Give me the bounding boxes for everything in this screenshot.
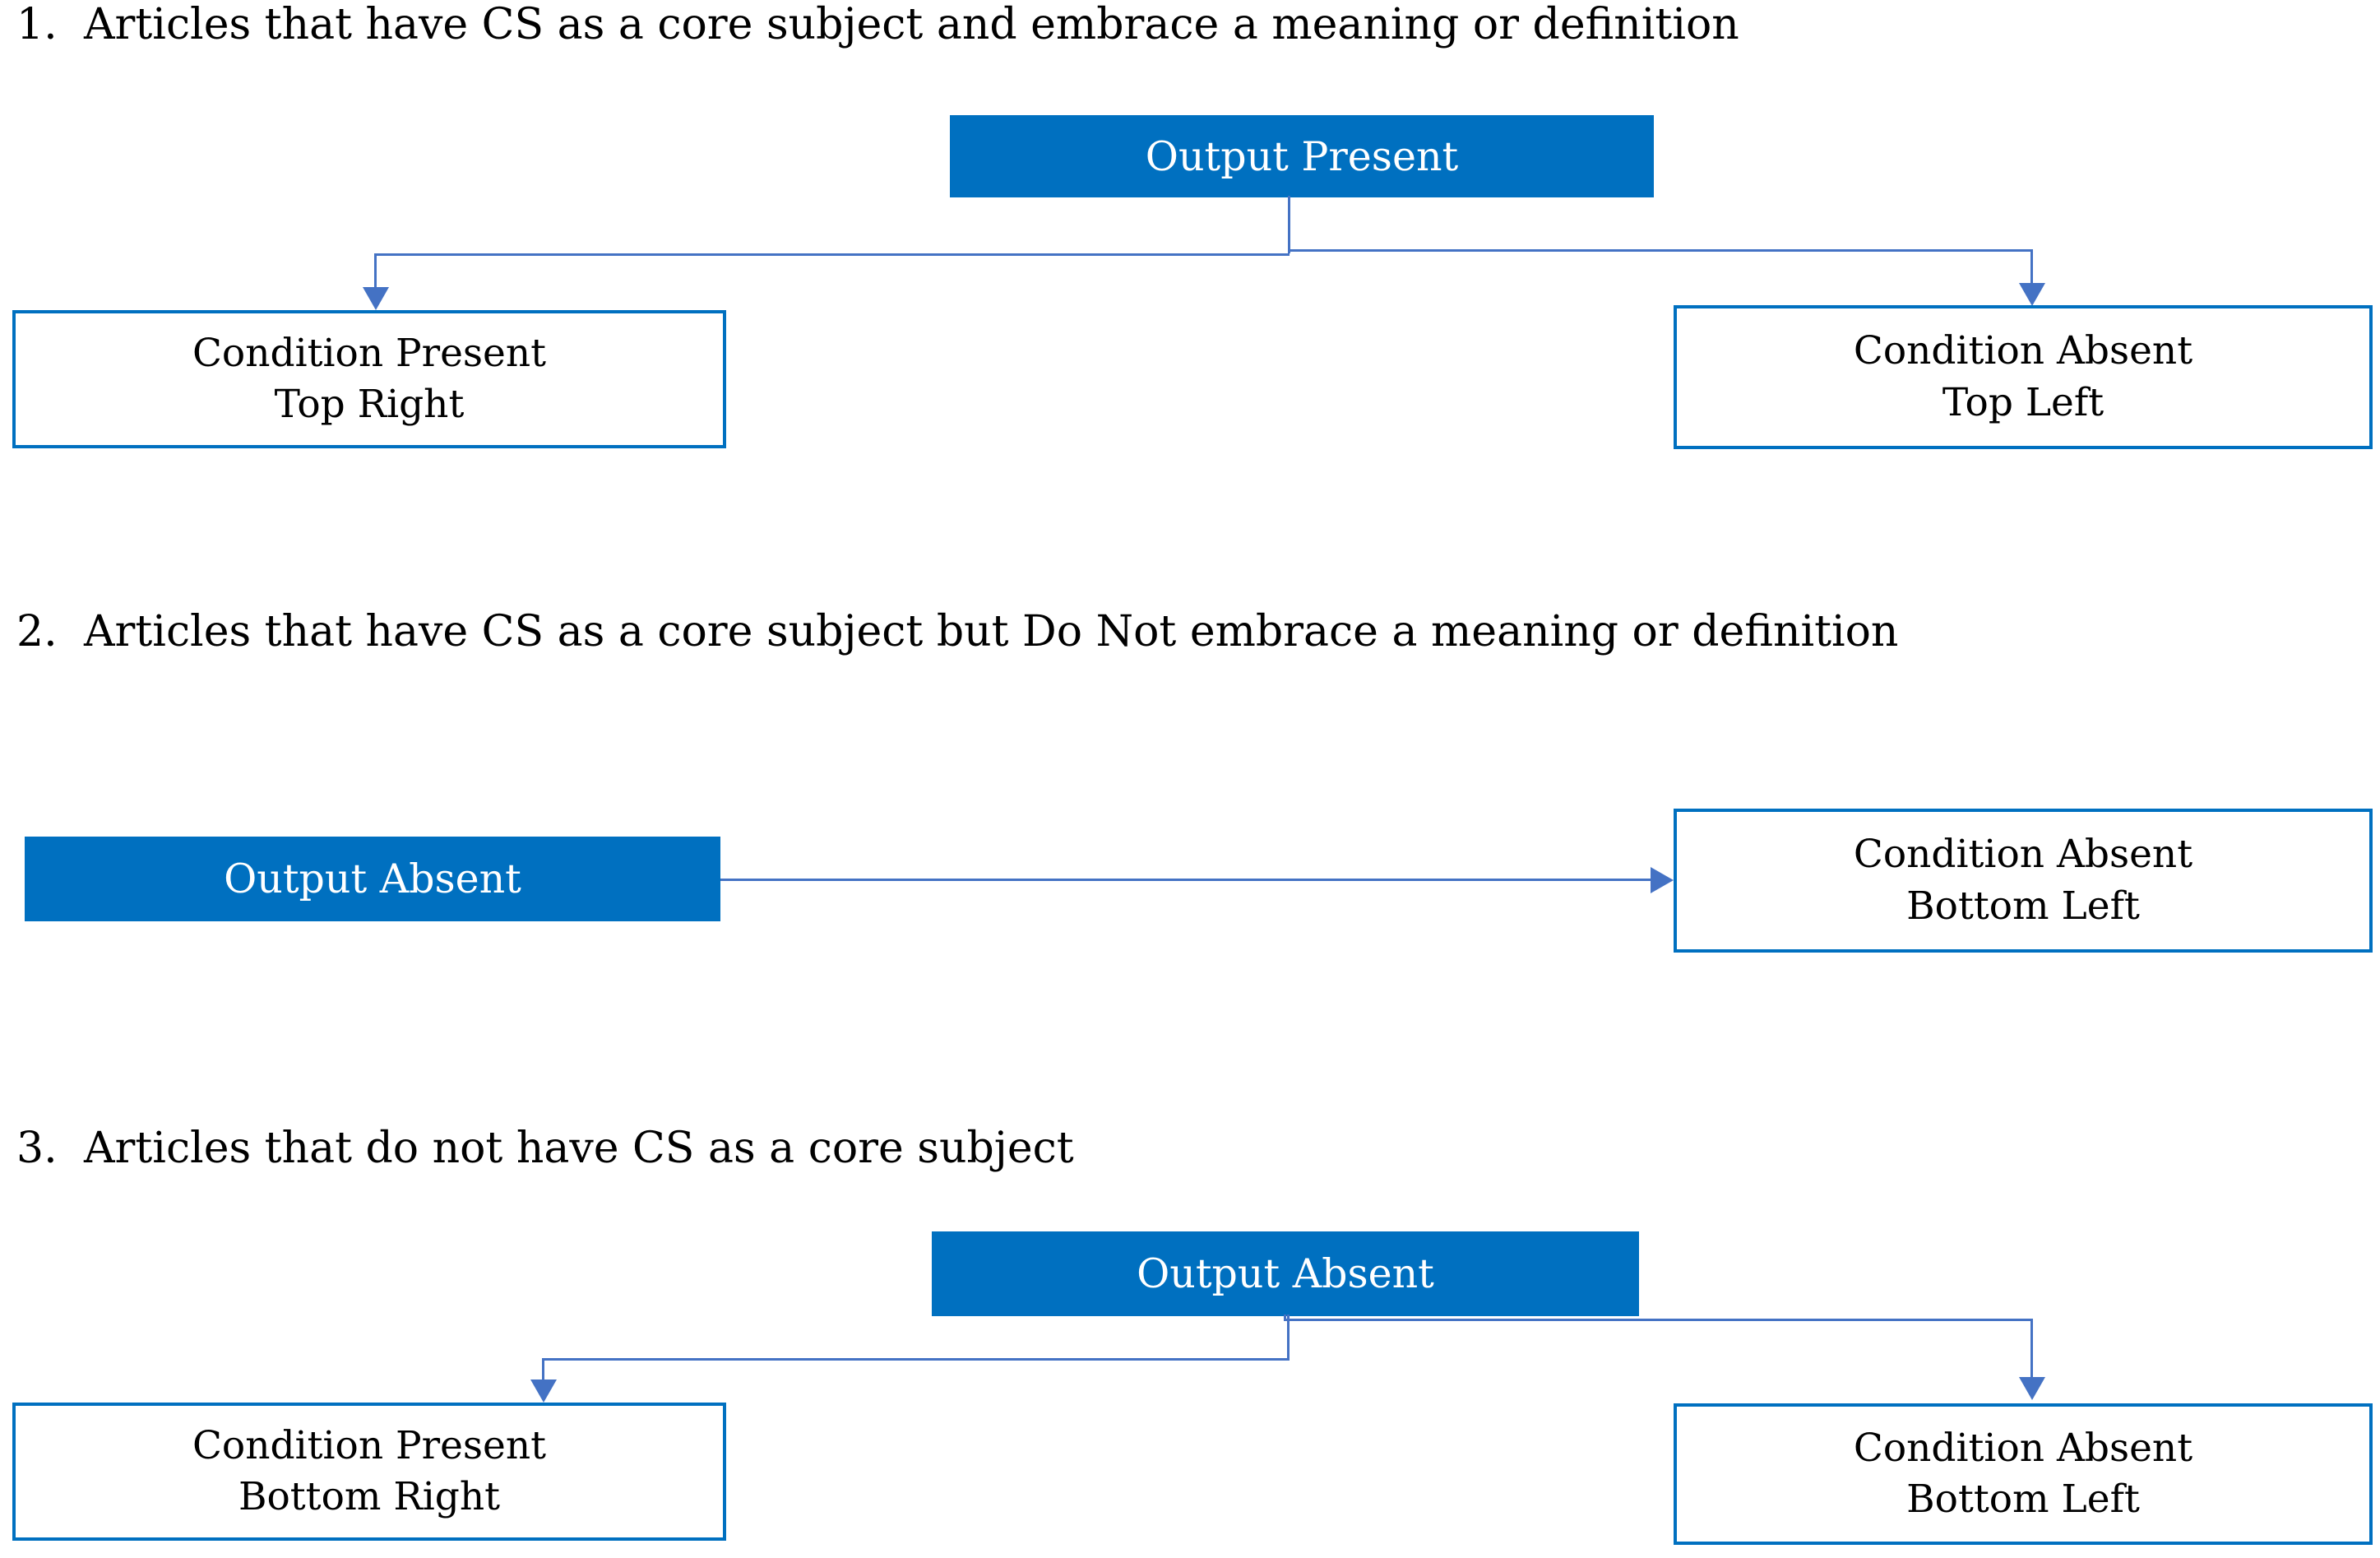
section-1-right-branch-horizontal-line bbox=[1290, 249, 2032, 252]
section-3-left-condition-box: Condition Present Bottom Right bbox=[12, 1403, 726, 1541]
section-3-right-stem-line bbox=[1284, 1315, 1286, 1321]
section-2-arrowhead-right-icon bbox=[1651, 867, 1674, 893]
condition-box-line2: Bottom Left bbox=[1906, 883, 2140, 929]
section-3-left-stem-line bbox=[1287, 1315, 1290, 1361]
condition-box-line2: Top Left bbox=[1942, 379, 2104, 425]
section-1-left-branch-vertical-line bbox=[374, 253, 377, 288]
section-1-right-branch-vertical-line bbox=[2030, 249, 2033, 285]
section-1-title: Articles that have CS as a core subject … bbox=[84, 0, 1739, 49]
section-3-right-arrowhead-down-icon bbox=[2019, 1377, 2045, 1400]
section-3-right-branch-horizontal-line bbox=[1284, 1319, 2032, 1321]
condition-box-line1: Condition Present bbox=[192, 330, 547, 376]
section-2-output-label: Output Absent bbox=[224, 856, 521, 902]
section-1-left-condition-box: Condition Present Top Right bbox=[12, 310, 726, 448]
section-3-left-branch-vertical-line bbox=[542, 1358, 544, 1381]
section-2-heading: 2. Articles that have CS as a core subje… bbox=[16, 607, 1898, 656]
section-1-output-label: Output Present bbox=[1145, 132, 1459, 180]
section-1-right-condition-box: Condition Absent Top Left bbox=[1674, 305, 2373, 449]
section-1-number: 1. bbox=[16, 0, 58, 49]
section-2-title: Articles that have CS as a core subject … bbox=[84, 607, 1899, 656]
section-2-number: 2. bbox=[16, 607, 58, 656]
section-3-left-branch-horizontal-line bbox=[542, 1358, 1290, 1361]
section-1-stem-line bbox=[1288, 196, 1290, 253]
condition-box-line2: Bottom Right bbox=[238, 1474, 501, 1519]
condition-box-line1: Condition Present bbox=[192, 1422, 547, 1468]
condition-box-line2: Top Right bbox=[274, 382, 465, 427]
section-1-left-branch-horizontal-line bbox=[374, 253, 1290, 256]
section-3-right-condition-box: Condition Absent Bottom Left bbox=[1674, 1403, 2373, 1545]
section-3-heading: 3. Articles that do not have CS as a cor… bbox=[16, 1124, 1074, 1173]
condition-box-line2: Bottom Left bbox=[1906, 1477, 2140, 1522]
section-2-right-condition-box: Condition Absent Bottom Left bbox=[1674, 809, 2373, 953]
condition-box-line1: Condition Absent bbox=[1853, 832, 2193, 878]
section-3-right-branch-vertical-line bbox=[2030, 1319, 2033, 1378]
section-3-output-box: Output Absent bbox=[932, 1231, 1639, 1316]
condition-box-line1: Condition Absent bbox=[1853, 1425, 2193, 1471]
section-3-number: 3. bbox=[16, 1124, 58, 1173]
section-3-left-arrowhead-down-icon bbox=[530, 1379, 557, 1403]
section-3-output-label: Output Absent bbox=[1137, 1250, 1434, 1297]
section-1-heading: 1. Articles that have CS as a core subje… bbox=[16, 0, 1739, 49]
section-2-output-box: Output Absent bbox=[25, 837, 720, 921]
section-2-horizontal-line bbox=[720, 879, 1651, 881]
section-1-right-arrowhead-down-icon bbox=[2019, 283, 2045, 306]
section-1-output-box: Output Present bbox=[950, 115, 1654, 197]
section-3-title: Articles that do not have CS as a core s… bbox=[84, 1124, 1074, 1173]
condition-box-line1: Condition Absent bbox=[1853, 328, 2193, 374]
section-1-left-arrowhead-down-icon bbox=[363, 287, 389, 310]
